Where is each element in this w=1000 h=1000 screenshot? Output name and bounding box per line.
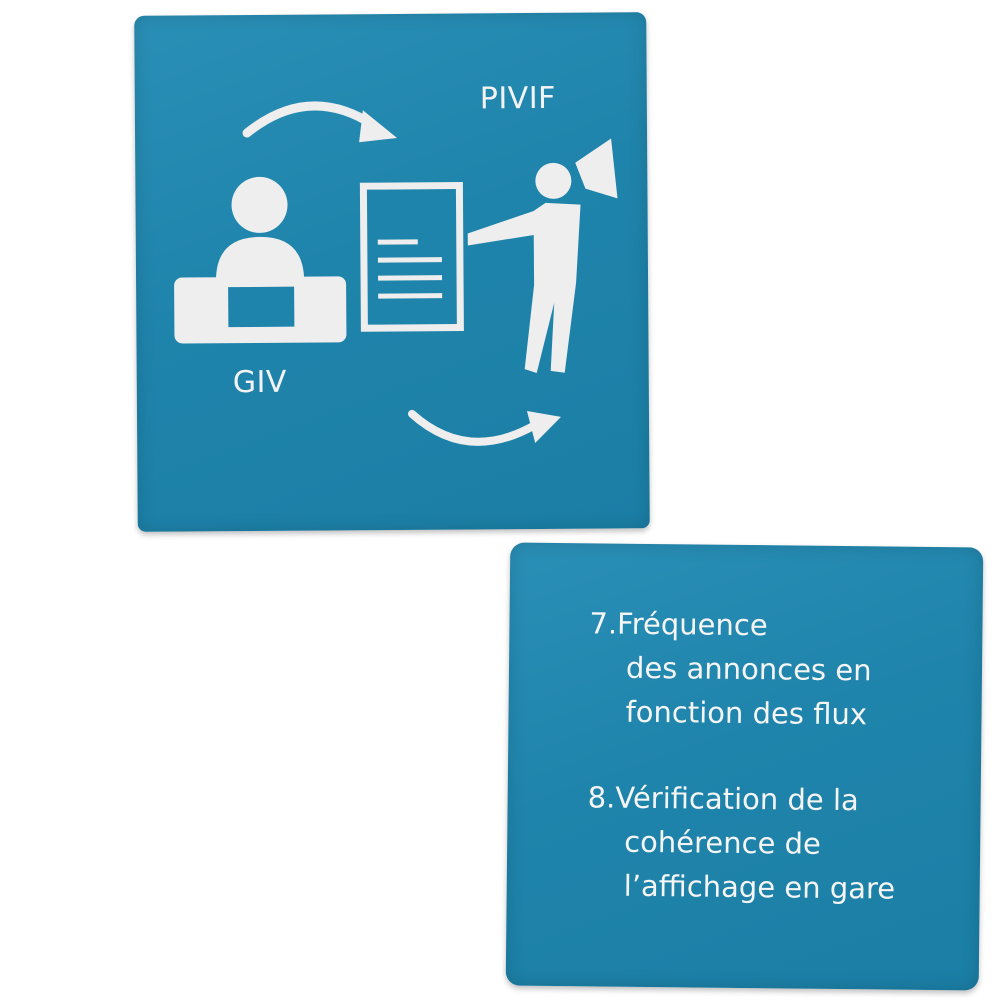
person-at-desk-icon xyxy=(174,176,347,344)
item-line: fonction des flux xyxy=(625,694,868,732)
item-number: 8. xyxy=(587,780,616,815)
checklist-item-8: 8.Vérification de la cohérence de l’affi… xyxy=(587,775,897,910)
curved-arrow-top-icon xyxy=(242,101,398,143)
document-icon: M.C. xyxy=(359,182,464,332)
pictogram-illustration: M.C. xyxy=(174,101,618,446)
pictogram-card: M.C. PIVIF GIV xyxy=(134,12,650,532)
item-line: cohérence de xyxy=(624,824,822,861)
pivif-label: PIVIF xyxy=(479,80,556,117)
item-number: 7. xyxy=(589,606,618,641)
text-card: 7.Fréquence des annonces en fonction des… xyxy=(505,542,984,991)
giv-label: GIV xyxy=(232,364,288,401)
person-with-megaphone-icon xyxy=(467,138,618,373)
item-line: l’affichage en gare xyxy=(623,868,896,906)
checklist-item-7: 7.Fréquence des annonces en fonction des… xyxy=(588,601,898,736)
item-line: Vérification de la xyxy=(615,780,859,818)
item-line: des annonces en xyxy=(625,650,872,688)
checklist: 7.Fréquence des annonces en fonction des… xyxy=(587,601,899,910)
document-label: M.C. xyxy=(373,197,417,221)
curved-arrow-bottom-icon xyxy=(407,409,562,446)
item-line: Fréquence xyxy=(616,606,768,643)
